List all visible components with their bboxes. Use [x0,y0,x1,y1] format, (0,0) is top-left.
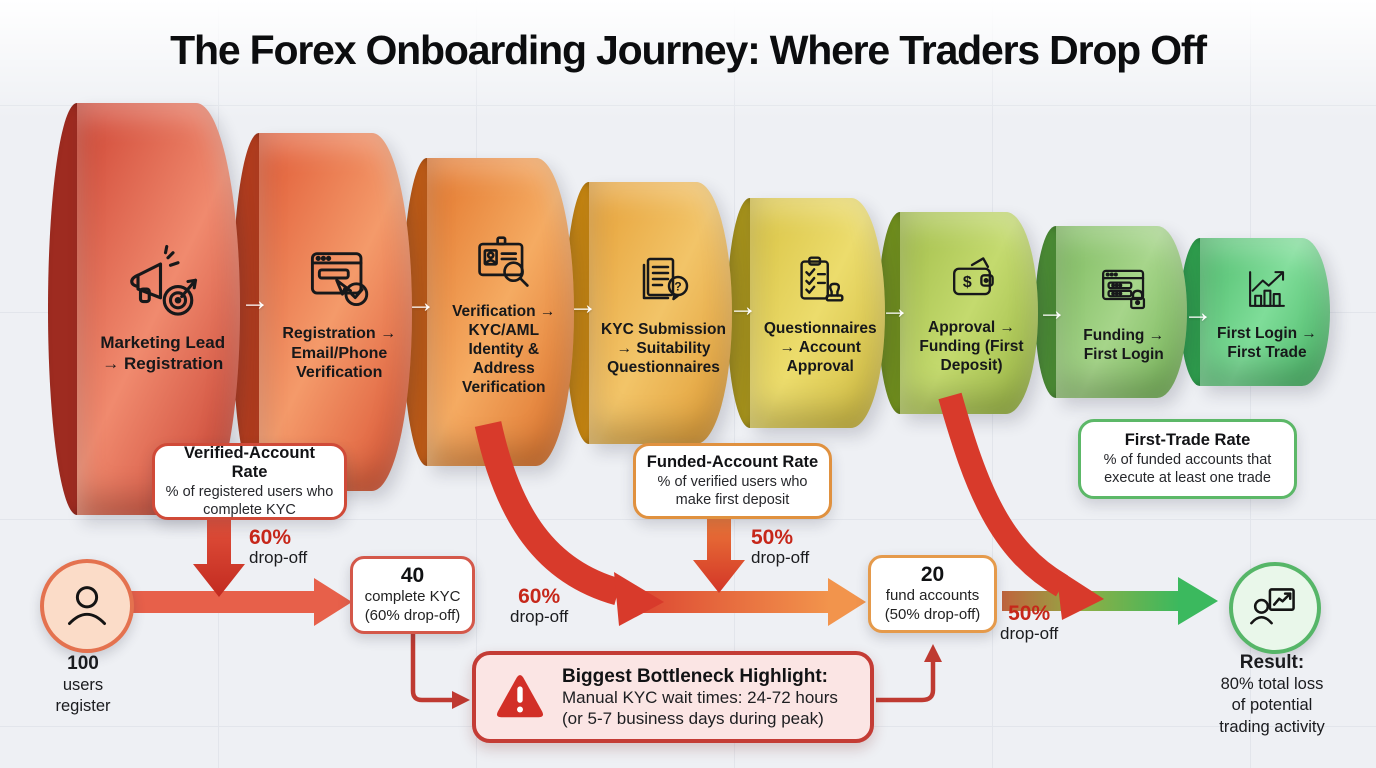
dropoff-word: drop-off [249,548,308,568]
dropoff-word: drop-off [751,548,810,568]
funnel-arrow-icon: → [1183,296,1213,329]
verified-account-rate-callout: Verified-Account Rate % of registered us… [152,443,347,520]
funnel-arrow-icon: → [1037,294,1067,327]
kyc-box-line1: complete KYC [364,588,461,606]
bottleneck-line1: Manual KYC wait times: 24-72 hours [562,687,838,707]
start-value: 100 [67,653,99,674]
dropoff-percent: 50% [751,526,794,549]
kyc-flow-dropoff-label: 60% drop-off [510,585,569,627]
funnel-arrow-icon: → [728,290,758,323]
vertical-dropoff-arrow-funded [693,515,745,593]
login-lock-icon [1101,269,1145,309]
documents-question-icon: ? [642,257,688,301]
callout-title: First-Trade Rate [1124,430,1251,449]
first-trade-rate-callout: First-Trade Rate % of funded accounts th… [1078,419,1297,499]
kyc-box-value: 40 [400,564,425,588]
clipboard-stamp-icon [800,256,844,302]
callout-title: Funded-Account Rate [646,452,819,471]
flow-arrow-start-to-kyc [122,578,352,626]
id-card-magnifier-icon [477,236,529,288]
fund-box-value: 20 [920,563,945,587]
dropoff-percent: 60% [249,526,292,549]
users-start-label: 100 users register [18,653,148,718]
growth-chart-icon [1249,270,1285,307]
callout-desc: % of verified users who make first depos… [657,473,808,508]
flow-arrow-kyc-to-fund [642,578,866,626]
wallet-dollar-icon: $ [952,257,994,296]
funnel-stage-label: KYC Submission → Suitability Questionnai… [601,321,726,376]
funnel-stage-label: First Login → First Trade [1217,324,1317,361]
fund-box-line1: fund accounts [885,587,980,605]
funnel-arrow-icon: → [240,284,270,317]
fund-flow-dropoff-label: 50% drop-off [1000,602,1059,644]
result-label: Result: 80% total loss of potential trad… [1186,652,1358,738]
dropoff-percent: 50% [1008,602,1051,625]
connector-bottleneck-to-fund [876,644,942,703]
funnel-arrow-icon: → [568,288,598,321]
result-line3: trading activity [1219,717,1325,736]
vertical-dropoff-arrow-verified [193,518,245,597]
browser-click-check-icon [311,252,369,307]
funded-account-rate-callout: Funded-Account Rate % of verified users … [633,443,832,519]
users-start-node [40,559,134,653]
funnel-arrow-icon: → [406,286,436,319]
user-icon [68,586,106,625]
result-line1: 80% total loss [1220,675,1324,693]
funded-dropoff-label: 50% drop-off [751,526,810,568]
bottleneck-title: Biggest Bottleneck Highlight: [562,665,828,687]
person-chart-icon [1250,588,1295,625]
start-line1: users [62,676,104,694]
fund-box-line2: (50% drop-off) [884,606,981,623]
connector-kyc-to-bottleneck [410,634,470,709]
warning-icon [496,675,544,718]
kyc-box-line2: (60% drop-off) [364,607,461,624]
funnel-stage-label: Funding → First Login [1083,326,1165,363]
funnel-arrow-icon: → [880,292,910,325]
bottleneck-line2: (or 5-7 business days during peak) [562,708,824,728]
funnel-stage-label: Approval → Funding (First Deposit) [919,319,1024,374]
callout-desc: % of registered users who complete KYC [165,483,334,518]
svg-text:$: $ [962,274,971,291]
verified-dropoff-label: 60% drop-off [249,526,308,568]
callout-desc: % of funded accounts that execute at lea… [1103,451,1272,486]
funnel-stage-label: Registration → Email/Phone Verification [282,325,397,382]
result-node [1229,562,1321,654]
page-title: The Forex Onboarding Journey: Where Trad… [170,27,1207,73]
kyc-complete-box: 40 complete KYC (60% drop-off) [350,556,475,634]
dropoff-word: drop-off [510,607,569,627]
result-line2: of potential [1231,696,1313,715]
dropoff-word: drop-off [1000,624,1059,644]
bottleneck-highlight-box: Biggest Bottleneck Highlight: Manual KYC… [472,651,874,743]
funnel-stage-label: Verification → KYC/AML Identity & Addres… [452,303,556,396]
megaphone-target-icon [129,244,197,316]
svg-text:?: ? [674,280,681,294]
funnel-stage-label: Marketing Lead → Registration [100,332,226,373]
funnel-stage-label: Questionnaires → Account Approval [763,320,877,375]
fund-accounts-box: 20 fund accounts (50% drop-off) [868,555,997,633]
dropoff-percent: 60% [518,585,561,608]
start-line2: register [55,697,111,716]
callout-title: Verified-Account Rate [183,443,316,481]
result-title: Result: [1239,652,1305,673]
